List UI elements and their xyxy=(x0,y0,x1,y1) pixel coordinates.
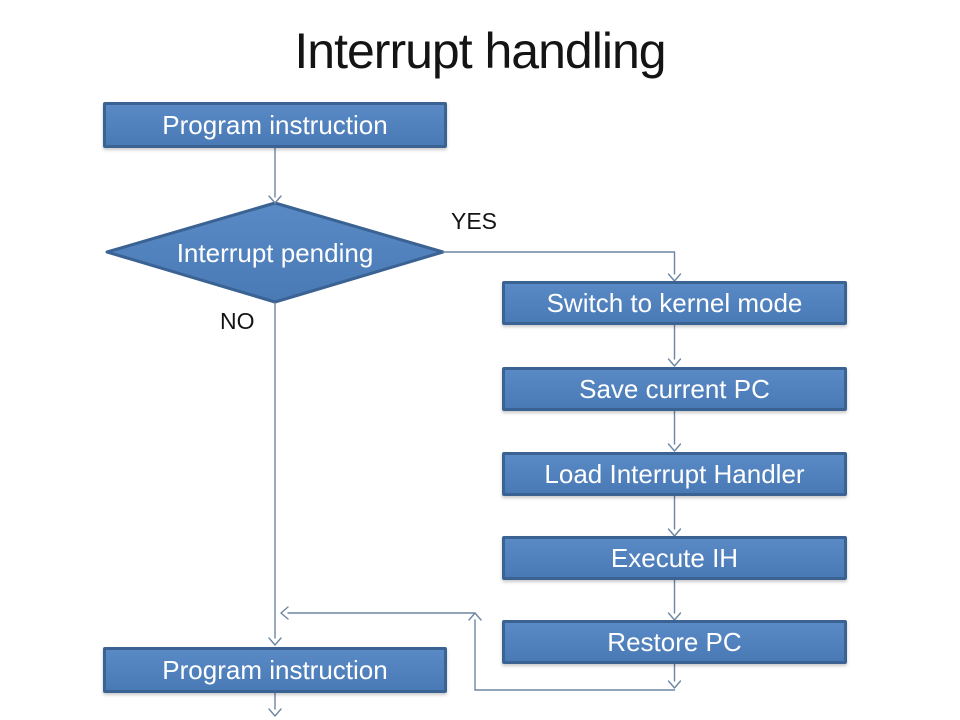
decision-diamond-shape xyxy=(105,201,445,304)
arrowhead-down-into-step-4 xyxy=(667,612,682,621)
node-program-instruction-start: Program instruction xyxy=(103,102,447,148)
arrowhead-down-into-decision xyxy=(268,195,282,204)
connector-yes-branch xyxy=(442,251,676,275)
edge-label-no: NO xyxy=(220,308,255,334)
node-switch-to-kernel-mode: Switch to kernel mode xyxy=(502,281,847,325)
arrowhead-left-into-no-line xyxy=(280,606,289,620)
node-load-interrupt-handler: Load Interrupt Handler xyxy=(502,452,847,496)
arrowhead-down-into-step-2 xyxy=(667,443,682,452)
arrowhead-down-into-step-1 xyxy=(667,358,682,367)
edge-label-yes: YES xyxy=(451,208,498,234)
node-decision-label: Interrupt pending xyxy=(176,237,374,268)
arrowhead-down-into-step-3 xyxy=(667,528,682,537)
node-execute-ih: Execute IH xyxy=(502,536,847,580)
node-restore-pc: Restore PC xyxy=(502,620,847,664)
arrowhead-down-into-step-0 xyxy=(667,273,682,282)
arrowhead-up-return xyxy=(468,612,482,621)
node-save-current-pc: Save current PC xyxy=(502,367,847,411)
arrowhead-down-exit xyxy=(268,708,282,717)
arrowhead-down-into-end-box xyxy=(268,637,282,646)
arrowhead-down-restore-exit xyxy=(667,680,682,689)
slide-title: Interrupt handling xyxy=(294,23,666,79)
node-program-instruction-end: Program instruction xyxy=(103,647,447,693)
